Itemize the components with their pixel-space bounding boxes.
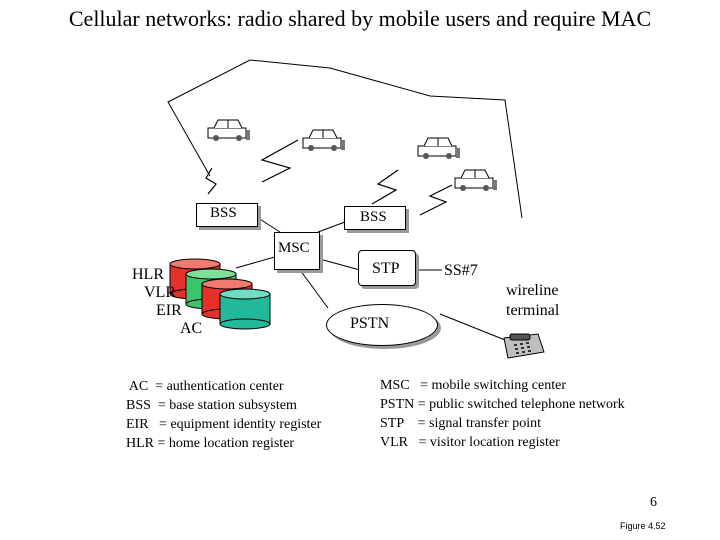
legend-item: MSC = mobile switching center xyxy=(380,378,566,393)
ss7-label: SS#7 xyxy=(444,262,478,279)
legend-left: AC = authentication center BSS = base st… xyxy=(126,377,321,453)
link-pstn-terminal xyxy=(439,313,506,341)
bss-right-label: BSS xyxy=(360,209,387,225)
wireline-label-line2: terminal xyxy=(506,302,560,319)
radio-link-icon xyxy=(205,167,217,195)
coverage-area-outline xyxy=(167,59,523,219)
legend-item: STP = signal transfer point xyxy=(380,416,541,431)
legend-right: MSC = mobile switching center PSTN = pub… xyxy=(380,376,625,452)
database-stack xyxy=(169,258,271,330)
bss-right-box xyxy=(344,206,406,230)
database-icon xyxy=(219,288,271,330)
legend-item: HLR = home location register xyxy=(126,436,295,451)
eir-label: EIR xyxy=(156,302,182,319)
link-bss-msc xyxy=(317,221,346,233)
car-icon xyxy=(417,137,460,159)
legend-item: PSTN = public switched telephone network xyxy=(380,397,625,412)
car-icon xyxy=(454,169,497,191)
link-msc-db xyxy=(235,255,279,269)
page-title: Cellular networks: radio shared by mobil… xyxy=(68,6,652,31)
stp-label: STP xyxy=(372,260,400,277)
msc-label: MSC xyxy=(278,240,310,256)
link-msc-pstn xyxy=(299,269,329,309)
pstn-cloud xyxy=(326,304,438,346)
legend-item: AC = authentication center xyxy=(126,379,284,394)
bss-left-label: BSS xyxy=(210,205,237,221)
link-bss-msc xyxy=(254,215,281,233)
pstn-label: PSTN xyxy=(350,315,390,332)
vlr-label: VLR xyxy=(144,284,176,301)
ac-label: AC xyxy=(180,320,203,337)
legend-item: BSS = base station subsystem xyxy=(126,398,297,413)
radio-link-icon xyxy=(419,184,453,216)
radio-link-icon xyxy=(260,139,299,183)
hlr-label: HLR xyxy=(132,266,164,283)
car-icon xyxy=(207,119,250,141)
bss-left-box xyxy=(196,203,258,227)
telephone-icon xyxy=(503,333,545,359)
legend-item: EIR = equipment identity register xyxy=(126,417,322,432)
page-number: 6 xyxy=(650,495,657,510)
stp-box xyxy=(358,250,416,286)
link-msc-stp xyxy=(315,257,361,271)
car-icon xyxy=(302,129,345,151)
msc-box xyxy=(274,232,320,270)
figure-caption: Figure 4.52 xyxy=(620,521,666,531)
wireline-label-line1: wireline xyxy=(506,282,559,299)
radio-link-icon xyxy=(371,169,399,205)
legend-item: VLR = visitor location register xyxy=(380,435,560,450)
